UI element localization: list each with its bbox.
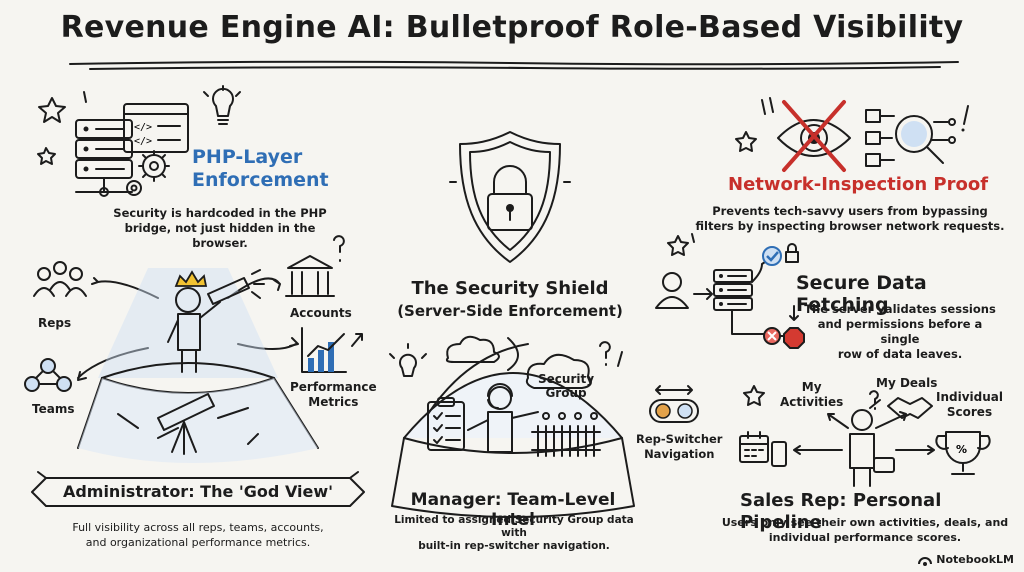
star-icon bbox=[735, 131, 757, 152]
sparkle-icon bbox=[37, 147, 56, 165]
admin-banner bbox=[31, 471, 365, 507]
fetching-body: The server validates sessions and permis… bbox=[804, 302, 996, 361]
network-illustration bbox=[735, 97, 969, 172]
clipboard-icon bbox=[427, 397, 465, 451]
fetching-heading: Secure Data Fetching bbox=[796, 272, 927, 316]
notebooklm-watermark: NotebookLM bbox=[918, 553, 1014, 566]
server-icon bbox=[713, 269, 753, 311]
padlock-shield-icon bbox=[449, 131, 571, 263]
trophy-icon: % bbox=[935, 431, 991, 475]
label-security-group: Security Group bbox=[538, 372, 595, 400]
php-heading: PHP-Layer Enforcement bbox=[192, 146, 329, 191]
manager-illustration bbox=[389, 335, 635, 518]
cloud-icon bbox=[445, 335, 500, 363]
star-icon bbox=[38, 97, 66, 123]
error-icon bbox=[763, 327, 781, 345]
lightbulb-icon bbox=[389, 343, 427, 377]
label-rep-switcher: Rep-Switcher Navigation bbox=[636, 432, 723, 461]
label-individual-scores: Individual Scores bbox=[936, 390, 1003, 419]
salesrep-body: Users only see their own activities, dea… bbox=[721, 516, 1009, 544]
security-group-icon bbox=[531, 412, 601, 457]
user-icon bbox=[655, 272, 689, 309]
page-title: Revenue Engine AI: Bulletproof Role-Base… bbox=[60, 10, 964, 45]
chart-icon bbox=[301, 327, 363, 373]
padlock-icon bbox=[785, 243, 799, 263]
label-performance-metrics: Performance Metrics bbox=[290, 380, 377, 409]
rep-switcher-icon bbox=[649, 385, 699, 423]
stop-icon bbox=[783, 327, 805, 349]
gear-icon bbox=[126, 150, 170, 196]
briefcase-person-icon bbox=[849, 409, 895, 487]
admin-illustration bbox=[24, 235, 363, 463]
star-icon bbox=[667, 235, 689, 256]
manager-body: Limited to assigned Security Group data … bbox=[394, 514, 634, 552]
admin-body: Full visibility across all reps, teams, … bbox=[72, 521, 324, 549]
network-heading: Network-Inspection Proof bbox=[728, 174, 989, 195]
network-nodes-icon bbox=[24, 358, 72, 392]
bank-icon bbox=[285, 255, 335, 297]
admin-banner-text: Administrator: The 'God View' bbox=[62, 482, 334, 501]
notebooklm-logo-icon bbox=[918, 556, 933, 566]
label-my-deals: My Deals bbox=[876, 376, 938, 390]
lightbulb-icon bbox=[203, 85, 241, 125]
magnifier-network-icon bbox=[865, 109, 956, 167]
checkmark-icon bbox=[762, 246, 782, 266]
calendar-icon bbox=[739, 431, 769, 463]
star-icon bbox=[743, 385, 765, 406]
telescope-icon bbox=[157, 393, 215, 455]
label-teams: Teams bbox=[32, 402, 75, 416]
svg-text:</>: </> bbox=[134, 122, 152, 133]
code-window-icon: </> </> bbox=[123, 103, 189, 153]
server-icon bbox=[75, 119, 133, 197]
salesrep-heading: Sales Rep: Personal Pipeline bbox=[740, 490, 942, 533]
svg-text:</>: </> bbox=[134, 136, 152, 147]
network-body: Prevents tech-savvy users from bypassing… bbox=[695, 204, 1005, 233]
manager-banner-text: Manager: Team-Level Intel bbox=[410, 490, 616, 530]
phone-icon bbox=[771, 441, 787, 467]
handshake-icon bbox=[887, 397, 933, 419]
label-reps: Reps bbox=[38, 316, 72, 330]
team-icon bbox=[33, 261, 87, 297]
fetching-illustration bbox=[655, 233, 805, 349]
eye-crossed-icon bbox=[777, 100, 851, 172]
php-illustration: </> </> bbox=[37, 85, 241, 197]
label-accounts: Accounts bbox=[290, 306, 352, 320]
salesrep-illustration: % bbox=[739, 385, 991, 487]
title-underline bbox=[69, 60, 959, 70]
label-my-activities: My Activities bbox=[780, 380, 844, 409]
shield-heading: The Security Shield (Server-Side Enforce… bbox=[397, 278, 623, 320]
svg-text:%: % bbox=[956, 443, 967, 456]
admin-figure-icon bbox=[167, 269, 265, 373]
php-body: Security is hardcoded in the PHP bridge,… bbox=[113, 206, 327, 250]
cloud-icon bbox=[525, 353, 592, 389]
